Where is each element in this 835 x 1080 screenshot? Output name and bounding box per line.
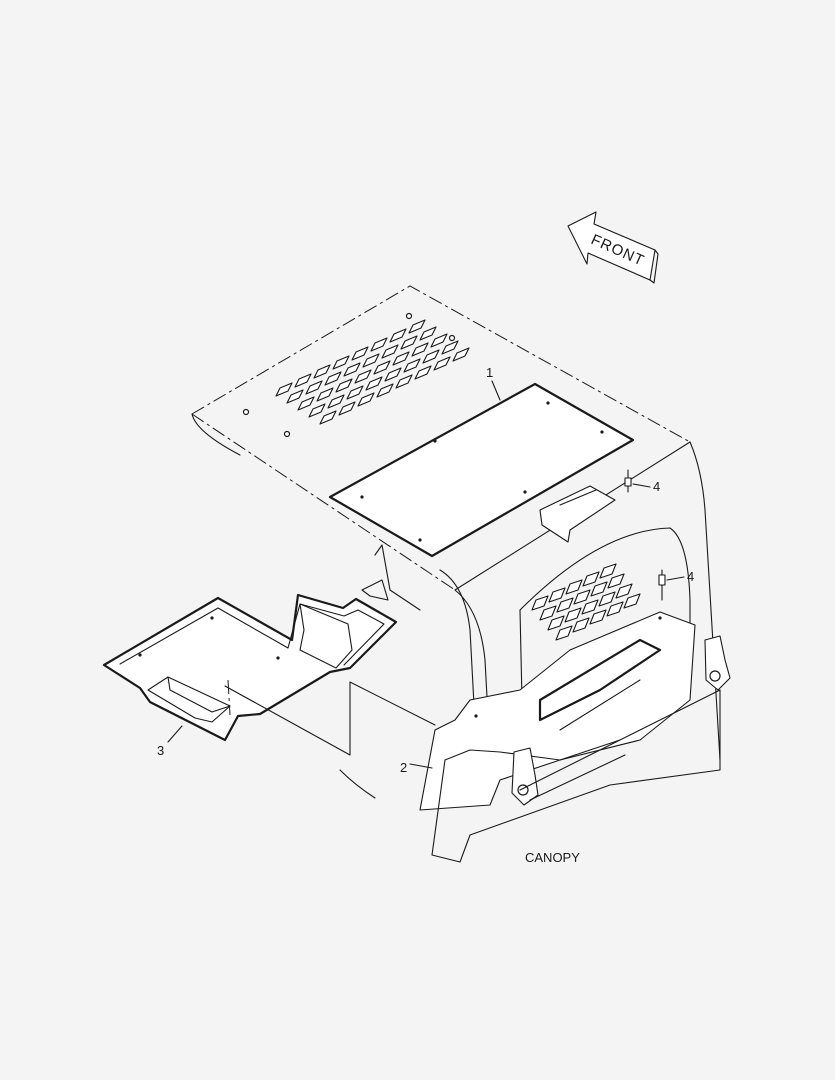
vent-slot	[370, 337, 388, 352]
callout-2: 2	[400, 760, 407, 775]
vent-slot	[598, 591, 616, 607]
vent-slot	[430, 333, 448, 348]
vent-slot	[384, 367, 402, 382]
roof-panel-part-1	[328, 380, 635, 558]
vent-slot	[403, 358, 421, 373]
vent-slot	[324, 371, 342, 386]
vent-slot	[319, 410, 337, 425]
floor-mat-part-3	[102, 593, 398, 743]
vent-slot	[555, 625, 573, 641]
vent-slot	[581, 599, 599, 615]
vent-slot	[572, 617, 590, 633]
vent-slot	[351, 346, 369, 361]
fastener-part-4-upper	[624, 469, 651, 493]
callout-1: 1	[486, 365, 493, 380]
grab-handle	[539, 485, 616, 543]
vent-slot	[346, 385, 364, 400]
vent-slot	[452, 347, 470, 362]
vent-slot	[275, 382, 293, 397]
roof-vent-grille	[275, 319, 470, 425]
vent-slot	[313, 364, 331, 379]
vent-slot	[414, 365, 432, 380]
vent-slot	[357, 392, 375, 407]
vent-slot	[335, 378, 353, 393]
assembly-leader-lines	[224, 544, 436, 799]
vent-slot	[615, 583, 633, 599]
vent-slot	[547, 615, 565, 631]
vent-slot	[419, 326, 437, 341]
vent-slot	[433, 356, 451, 371]
vent-slot	[599, 563, 617, 579]
vent-slot	[607, 573, 625, 589]
vent-slot	[573, 589, 591, 605]
vent-slot	[400, 335, 418, 350]
vent-slot	[408, 319, 426, 334]
roof-holes	[242, 312, 456, 438]
side-panel-part-2	[409, 611, 721, 863]
callout-4-upper: 4	[653, 479, 660, 494]
vent-slot	[422, 349, 440, 364]
vent-slot	[308, 403, 326, 418]
vent-slot	[332, 355, 350, 370]
vent-slot	[564, 607, 582, 623]
vent-slot	[354, 369, 372, 384]
vent-slot	[381, 344, 399, 359]
hinge-brackets	[511, 635, 731, 806]
vent-slot	[376, 383, 394, 398]
vent-slot	[338, 401, 356, 416]
vent-slot	[373, 360, 391, 375]
vent-slot	[441, 340, 459, 355]
vent-slot	[565, 579, 583, 595]
vent-slot	[548, 587, 566, 603]
vent-slot	[297, 396, 315, 411]
vent-slot	[411, 342, 429, 357]
vent-slot	[556, 597, 574, 613]
vent-slot	[395, 374, 413, 389]
vent-slot	[365, 376, 383, 391]
vent-slot	[531, 595, 549, 611]
vent-slot	[327, 394, 345, 409]
vent-slot	[343, 362, 361, 377]
vent-slot	[294, 373, 312, 388]
vent-slot	[305, 380, 323, 395]
vent-slot	[316, 387, 334, 402]
vent-slot	[362, 353, 380, 368]
diagram-caption: CANOPY	[525, 850, 580, 865]
vent-slot	[606, 601, 624, 617]
vent-slot	[392, 351, 410, 366]
vent-slot	[286, 389, 304, 404]
fastener-part-4-lower	[658, 569, 685, 601]
callout-4-lower: 4	[687, 569, 694, 584]
vent-slot	[623, 593, 641, 609]
vent-slot	[589, 609, 607, 625]
vent-slot	[539, 605, 557, 621]
callout-3: 3	[157, 743, 164, 758]
vent-slot	[389, 328, 407, 343]
vent-slot	[590, 581, 608, 597]
vent-slot	[582, 571, 600, 587]
canopy-roof	[191, 285, 721, 791]
front-direction-arrow: FRONT	[567, 211, 659, 284]
